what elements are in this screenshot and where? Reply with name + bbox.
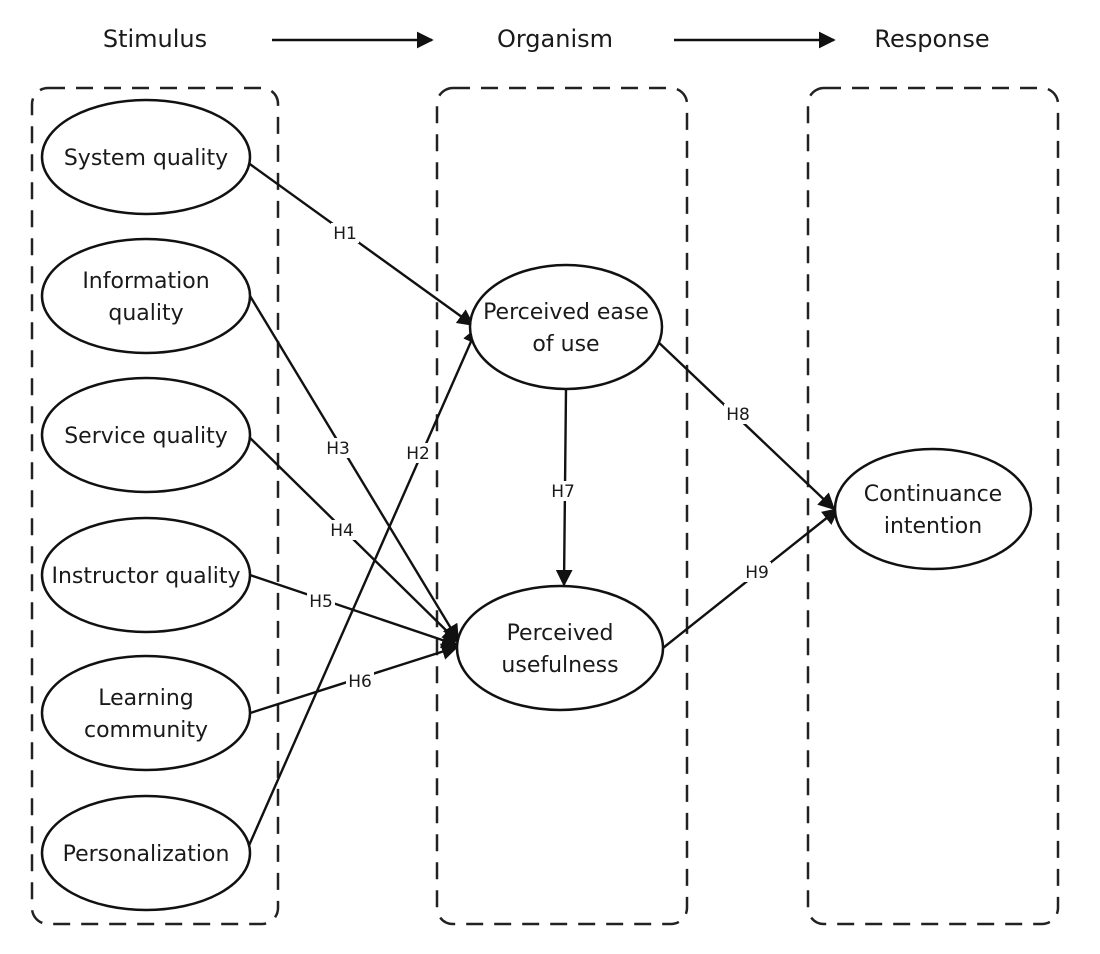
hypothesis-h1-bg — [331, 223, 359, 243]
node-service-quality-ellipse — [40, 376, 252, 494]
node-instructor-quality-label-1: Instructor quality — [52, 564, 241, 589]
hypothesis-h5-bg — [307, 591, 335, 611]
node-perceived-ease-of-use-label-1: Perceived ease — [483, 300, 649, 325]
node-information-quality-label-2: quality — [108, 301, 183, 326]
hypothesis-label-h5: H5 — [309, 592, 333, 612]
node-service-quality-label-1: Service quality — [64, 424, 228, 449]
node-continuance-intention-label-2: intention — [884, 514, 982, 539]
hypothesis-h3-bg — [324, 438, 352, 458]
node-system-quality-label-1: System quality — [64, 146, 228, 171]
node-continuance-intention-ellipse — [833, 447, 1033, 571]
hypothesis-label-h1: H1 — [333, 224, 357, 244]
node-information-quality: Information quality — [40, 237, 252, 355]
hypothesis-h7-bg — [549, 481, 577, 501]
node-information-quality-label-1: Information — [82, 269, 209, 294]
node-perceived-ease-of-use-label-2: of use — [532, 332, 599, 357]
hypothesis-h6-bg — [346, 671, 374, 691]
node-learning-community-ellipse — [40, 654, 252, 772]
edge-h3 — [245, 290, 460, 642]
node-information-quality-ellipse — [40, 237, 252, 355]
node-perceived-usefulness: Perceived usefulness — [455, 584, 665, 712]
node-learning-community-label-1: Learning — [98, 686, 194, 711]
stimulus-group — [30, 86, 280, 926]
hypothesis-label-h8: H8 — [726, 405, 750, 425]
edge-h1 — [246, 161, 475, 326]
node-personalization-label-1: Personalization — [63, 842, 230, 867]
node-continuance-intention: Continuance intention — [833, 447, 1033, 571]
edge-h5 — [246, 572, 459, 649]
hypothesis-h9-bg — [743, 562, 771, 582]
hypothesis-label-h7: H7 — [551, 482, 575, 502]
node-system-quality-ellipse — [40, 98, 252, 216]
hypothesis-h4-bg — [328, 520, 356, 540]
hypothesis-label-h6: H6 — [348, 672, 372, 692]
stage-stimulus: Stimulus — [103, 25, 207, 53]
node-continuance-intention-label-1: Continuance — [864, 482, 1002, 507]
node-instructor-quality-ellipse — [40, 516, 252, 634]
node-perceived-usefulness-ellipse — [455, 584, 665, 712]
node-personalization: Personalization — [40, 794, 252, 912]
node-perceived-usefulness-label-1: Perceived — [507, 621, 614, 646]
hypothesis-h2-bg — [404, 443, 432, 463]
node-perceived-usefulness-label-2: usefulness — [501, 653, 618, 678]
stage-response: Response — [874, 25, 989, 53]
node-instructor-quality: Instructor quality — [40, 516, 252, 634]
node-service-quality: Service quality — [40, 376, 252, 494]
stage-organism: Organism — [497, 25, 613, 53]
node-perceived-ease-of-use-ellipse — [468, 263, 664, 391]
node-perceived-ease-of-use: Perceived ease of use — [468, 263, 664, 391]
edge-h2 — [245, 326, 479, 851]
hypothesis-h8-bg — [724, 404, 752, 424]
node-system-quality: System quality — [40, 98, 252, 216]
hypothesis-label-h3: H3 — [326, 439, 350, 459]
node-personalization-ellipse — [40, 794, 252, 912]
node-learning-community-label-2: community — [84, 718, 208, 743]
hypothesis-label-h9: H9 — [745, 563, 769, 583]
hypothesis-label-h4: H4 — [330, 521, 354, 541]
node-learning-community: Learning community — [40, 654, 252, 772]
organism-group — [435, 86, 689, 926]
response-group — [806, 86, 1060, 926]
hypothesis-label-h2: H2 — [406, 444, 430, 464]
